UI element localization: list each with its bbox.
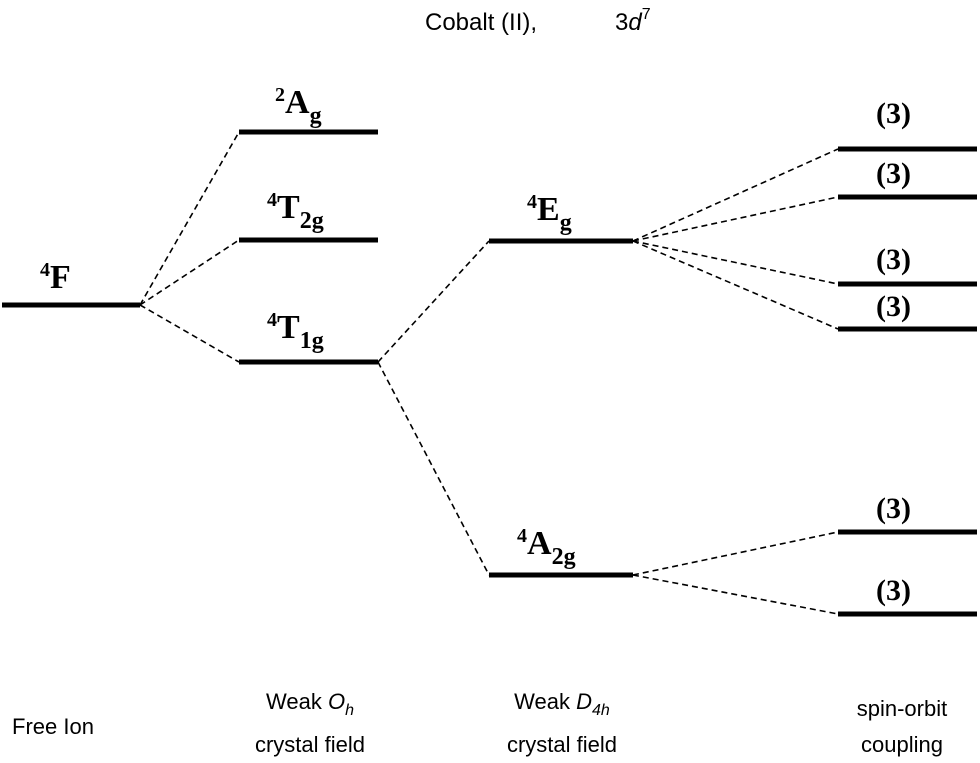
connector-4A2g-so6 bbox=[632, 574, 839, 615]
diagram-title: Cobalt (II), 3d7 bbox=[425, 6, 651, 36]
degeneracy-label: (3) bbox=[876, 290, 911, 323]
caption-free-ion: Free Ion bbox=[12, 714, 94, 739]
label-free-ion-term: 4F bbox=[40, 259, 71, 296]
title-config-exponent: 7 bbox=[642, 6, 651, 23]
title-config-number: 3 bbox=[615, 9, 628, 36]
connector-4F-4T2g bbox=[139, 239, 240, 306]
degeneracy-label: (3) bbox=[876, 243, 911, 276]
label-d4h-4Eg: 4Eg bbox=[527, 191, 572, 236]
connector-4Eg-so3 bbox=[632, 240, 839, 285]
caption-so-line2: coupling bbox=[861, 732, 943, 757]
label-oh-2Ag: 2Ag bbox=[275, 84, 322, 129]
title-config-orbital: d bbox=[628, 9, 642, 36]
label-oh-4T2g: 4T2g bbox=[267, 189, 324, 234]
degeneracy-label: (3) bbox=[876, 492, 911, 525]
label-d4h-4A2g: 4A2g bbox=[517, 525, 576, 570]
column-captions: Free Ion Weak Oh crystal field Weak D4h … bbox=[12, 689, 947, 757]
caption-oh-line1: Weak Oh bbox=[266, 689, 354, 719]
caption-oh-line2: crystal field bbox=[255, 732, 365, 757]
title-element: Cobalt (II), bbox=[425, 9, 537, 36]
caption-so-line1: spin-orbit bbox=[857, 696, 947, 721]
connector-4Eg-so1 bbox=[632, 148, 839, 242]
degeneracy-label: (3) bbox=[876, 157, 911, 190]
connector-4F-2Ag bbox=[139, 131, 240, 306]
connector-4Eg-so4 bbox=[632, 240, 839, 330]
correlation-lines bbox=[139, 131, 839, 615]
degeneracy-labels: (3) (3) (3) (3) (3) (3) bbox=[876, 97, 911, 607]
connector-4T1g-4A2g bbox=[377, 361, 490, 576]
caption-d4h-line2: crystal field bbox=[507, 732, 617, 757]
connector-4A2g-so5 bbox=[632, 531, 839, 576]
caption-d4h-line1: Weak D4h bbox=[514, 689, 610, 719]
connector-4T1g-4Eg bbox=[377, 240, 490, 363]
connector-4F-4T1g bbox=[139, 304, 240, 363]
degeneracy-label: (3) bbox=[876, 574, 911, 607]
energy-levels bbox=[2, 129, 977, 617]
term-labels: 4F 2Ag 4T2g 4T1g 4Eg 4A2g bbox=[40, 84, 576, 570]
label-oh-4T1g: 4T1g bbox=[267, 309, 324, 354]
connector-4Eg-so2 bbox=[632, 196, 839, 242]
degeneracy-label: (3) bbox=[876, 97, 911, 130]
